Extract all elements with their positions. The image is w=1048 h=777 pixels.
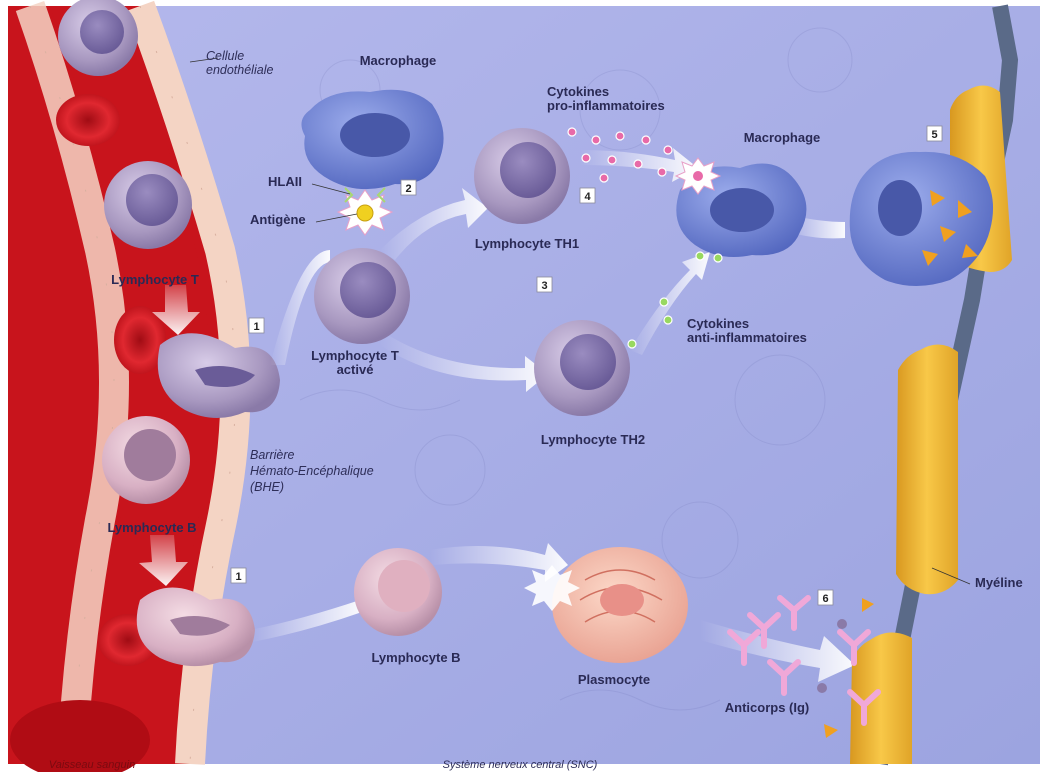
label-anticorps: Anticorps (Ig) bbox=[725, 700, 810, 715]
label-cytokines-pro-line1: Cytokines bbox=[547, 84, 609, 99]
macrophage-right-cell bbox=[676, 158, 806, 257]
label-cytokines-pro-line2: pro-inflammatoires bbox=[547, 98, 665, 113]
lymphocyte-b-cell bbox=[354, 548, 442, 636]
label-lymphocyte-b: Lymphocyte B bbox=[371, 650, 460, 665]
label-snc: Système nerveux central (SNC) bbox=[443, 759, 598, 771]
label-endothelial-line2: endothéliale bbox=[206, 63, 273, 77]
label-hlaii: HLAII bbox=[268, 174, 302, 189]
label-vaisseau: Vaisseau sanguin bbox=[49, 759, 135, 771]
label-macrophage-right: Macrophage bbox=[744, 130, 821, 145]
step-1-t: 1 bbox=[253, 321, 259, 333]
label-bhe-line1: Barrière bbox=[250, 448, 295, 462]
label-lymphocyte-t-active-line1: Lymphocyte T bbox=[311, 348, 399, 363]
macrophage-top-cell bbox=[301, 90, 443, 189]
step-4: 4 bbox=[584, 191, 591, 203]
lymphocyte-th1-cell bbox=[474, 128, 570, 224]
label-lymphocyte-t-active-line2: activé bbox=[337, 362, 374, 377]
step-1-b: 1 bbox=[235, 571, 241, 583]
label-lymphocyte-b-vessel: Lymphocyte B bbox=[107, 520, 196, 535]
myelin-segment bbox=[896, 344, 958, 594]
label-cytokines-anti-line1: Cytokines bbox=[687, 316, 749, 331]
label-macrophage-top: Macrophage bbox=[360, 53, 437, 68]
lymphocyte-t-active-cell bbox=[314, 248, 410, 344]
label-endothelial-line1: Cellule bbox=[206, 49, 244, 63]
label-antigen: Antigène bbox=[250, 212, 306, 227]
label-cytokines-anti-line2: anti-inflammatoires bbox=[687, 330, 807, 345]
step-6: 6 bbox=[822, 593, 828, 605]
lymphocyte-t-vessel bbox=[104, 161, 192, 249]
lymphocyte-b-vessel bbox=[102, 416, 190, 504]
label-lymphocyte-t-vessel: Lymphocyte T bbox=[111, 272, 199, 287]
step-3: 3 bbox=[541, 280, 547, 292]
lymphocyte-th2-cell bbox=[534, 320, 630, 416]
red-blood-cell bbox=[56, 94, 120, 146]
label-lymphocyte-th2: Lymphocyte TH2 bbox=[541, 432, 645, 447]
label-myeline: Myéline bbox=[975, 575, 1023, 590]
step-5: 5 bbox=[931, 129, 937, 141]
label-bhe-line2: Hémato-Encéphalique bbox=[250, 464, 374, 478]
step-2: 2 bbox=[405, 183, 411, 195]
label-plasmocyte: Plasmocyte bbox=[578, 672, 650, 687]
label-bhe-line3: (BHE) bbox=[250, 480, 284, 494]
label-lymphocyte-th1: Lymphocyte TH1 bbox=[475, 236, 579, 251]
